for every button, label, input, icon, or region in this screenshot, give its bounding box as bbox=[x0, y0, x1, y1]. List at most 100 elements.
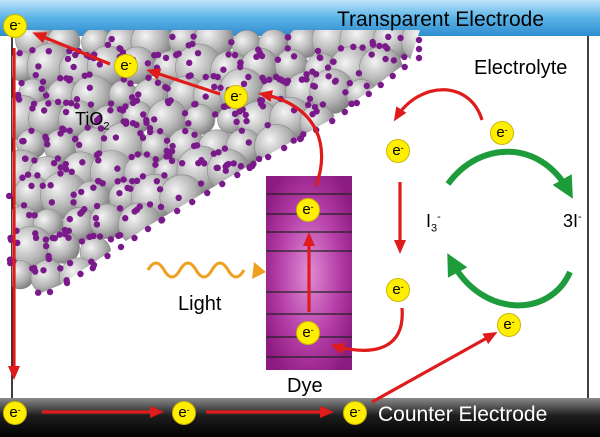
electron-dye-excited: e- bbox=[296, 198, 320, 222]
dye-dot bbox=[359, 44, 366, 51]
dye-dot bbox=[397, 34, 404, 42]
dye-dot bbox=[84, 124, 91, 131]
electron-bottom-3: e- bbox=[343, 401, 367, 425]
dye-dot bbox=[401, 63, 408, 71]
dye-dot bbox=[120, 176, 127, 183]
dye-dot bbox=[237, 162, 245, 170]
dye-dot bbox=[122, 103, 129, 110]
dye-dot bbox=[77, 270, 84, 278]
arrow-tio2-1 bbox=[146, 68, 221, 96]
dye-dot bbox=[49, 234, 56, 242]
dye-dot bbox=[204, 189, 211, 197]
dye-dot bbox=[43, 136, 50, 143]
dye-dot bbox=[401, 53, 408, 61]
arrow-oxidation bbox=[445, 148, 573, 199]
dye-dot bbox=[93, 221, 101, 228]
dye-dot bbox=[75, 141, 83, 149]
dye-dot bbox=[319, 101, 327, 108]
dye-dot bbox=[54, 98, 62, 106]
dye-dot bbox=[78, 208, 86, 216]
dye-dot bbox=[317, 54, 324, 62]
dye-dot bbox=[77, 188, 85, 196]
dye-dot bbox=[164, 85, 171, 92]
dye-dot bbox=[70, 63, 77, 71]
dye-dot bbox=[97, 125, 105, 132]
light-wave bbox=[146, 261, 246, 279]
electron-flow-arrows bbox=[8, 32, 498, 418]
electron-electrolyte-mid: e- bbox=[386, 278, 410, 302]
dye-dot bbox=[116, 189, 123, 197]
dye-dot bbox=[368, 51, 375, 58]
dye-dot bbox=[50, 159, 58, 167]
electron-top-left: e- bbox=[3, 14, 27, 38]
dye-dot bbox=[259, 103, 267, 110]
dye-dot bbox=[129, 99, 137, 107]
dye-dot bbox=[214, 164, 221, 172]
dye-dot bbox=[64, 55, 72, 63]
tio2-sphere bbox=[254, 124, 299, 169]
dye-dot bbox=[303, 71, 310, 78]
dye-dot bbox=[108, 35, 115, 43]
electron-bottom-2: e- bbox=[172, 401, 196, 425]
dye-dot bbox=[300, 131, 307, 138]
dye-dot bbox=[350, 43, 357, 51]
electron-dye-ground: e- bbox=[296, 321, 320, 345]
dye-dot bbox=[363, 82, 371, 90]
dye-dot bbox=[56, 231, 63, 238]
dye-dot bbox=[117, 243, 125, 251]
dye-dot bbox=[220, 66, 227, 73]
dye-dot bbox=[154, 79, 162, 86]
dye-dot bbox=[237, 59, 244, 67]
dye-dot bbox=[156, 186, 164, 193]
dye-dot bbox=[157, 203, 165, 211]
dye-dot bbox=[146, 128, 154, 136]
dye-dot bbox=[62, 166, 70, 173]
dye-dot bbox=[43, 92, 50, 99]
dye-dot bbox=[264, 121, 271, 129]
dye-dot bbox=[57, 164, 64, 171]
dye-dot bbox=[70, 191, 77, 198]
dye-dot bbox=[210, 150, 218, 157]
dye-dot bbox=[306, 95, 314, 102]
dye-dot bbox=[28, 127, 35, 134]
dye-dot bbox=[314, 47, 322, 55]
dye-dot bbox=[249, 162, 256, 170]
dye-dot bbox=[62, 108, 70, 116]
dye-dot bbox=[415, 36, 423, 44]
dye-dot bbox=[161, 172, 168, 179]
dye-dot bbox=[190, 142, 198, 150]
dye-dot bbox=[242, 111, 249, 119]
dye-dot bbox=[63, 75, 70, 82]
dye-dot bbox=[169, 142, 176, 150]
dye-dot bbox=[31, 157, 38, 164]
dye-dot bbox=[78, 238, 86, 245]
dye-dot bbox=[131, 234, 138, 242]
dye-dot bbox=[189, 40, 196, 48]
dye-dot bbox=[112, 134, 120, 141]
electrolyte-label: Electrolyte bbox=[474, 57, 568, 79]
dye-dot bbox=[382, 43, 389, 50]
electron-tio2-2: e- bbox=[224, 85, 248, 109]
dye-dot bbox=[66, 127, 73, 134]
dye-dot bbox=[30, 100, 38, 108]
dye-dot bbox=[415, 54, 423, 62]
dye-dot bbox=[145, 74, 152, 81]
light-wave-arrowhead bbox=[252, 262, 266, 279]
dye-dot bbox=[173, 207, 181, 215]
dye-dot bbox=[133, 121, 140, 129]
dye-dot bbox=[34, 172, 41, 179]
dye-dot bbox=[28, 182, 35, 190]
dye-dot bbox=[86, 84, 94, 91]
dye-dot bbox=[201, 160, 208, 167]
arrow-electrolyte-top bbox=[393, 88, 484, 122]
dye-dot bbox=[42, 242, 50, 250]
dye-dot bbox=[191, 131, 198, 138]
dye-dot bbox=[222, 167, 230, 174]
dye-dot bbox=[46, 288, 54, 296]
dye-dot bbox=[342, 89, 349, 96]
dye-dot bbox=[230, 160, 237, 167]
dye-dot bbox=[153, 177, 161, 185]
dye-dot bbox=[191, 101, 198, 108]
dye-dot bbox=[341, 108, 349, 116]
